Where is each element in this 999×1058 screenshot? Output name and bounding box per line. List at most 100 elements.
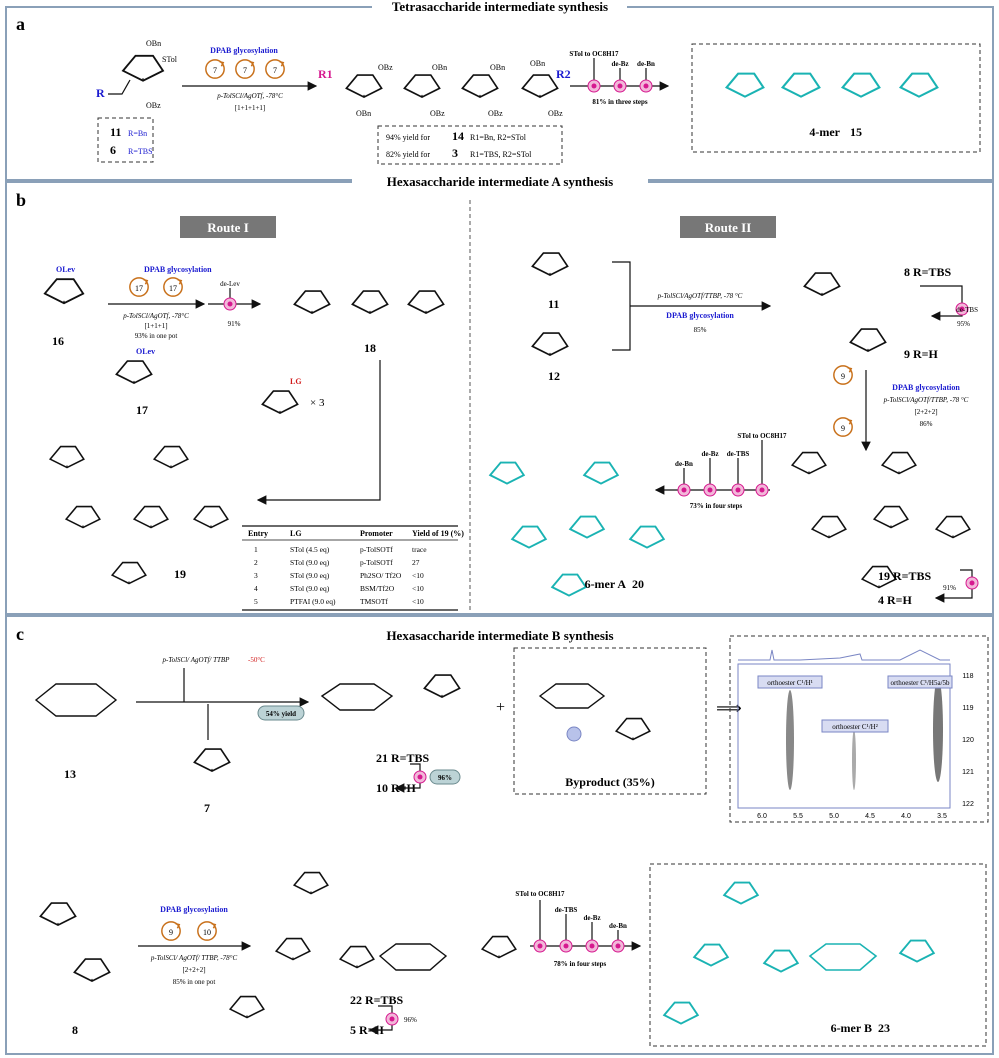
svg-text:p-TolSCl/AgOTf/TTBP, -78 °C: p-TolSCl/AgOTf/TTBP, -78 °C [657, 292, 743, 300]
svg-text:p-TolSCl/AgOTf, -78°C: p-TolSCl/AgOTf, -78°C [216, 92, 283, 100]
svg-text:OBn: OBn [432, 63, 447, 72]
svg-text:OBz: OBz [548, 109, 563, 118]
svg-text:6-mer A: 6-mer A [585, 577, 627, 591]
svg-text:17: 17 [169, 284, 177, 293]
table-cell: <10 [412, 597, 424, 606]
svg-text:DPAB glycosylation: DPAB glycosylation [892, 383, 960, 392]
svg-text:LG: LG [290, 377, 302, 386]
table-header-cell: Yield of 19 (%) [412, 529, 464, 538]
svg-text:16: 16 [52, 334, 64, 348]
svg-text:p-TolSCl/ AgOTf/ TTBP: p-TolSCl/ AgOTf/ TTBP [162, 656, 231, 664]
svg-text:81% in three steps: 81% in three steps [592, 98, 648, 106]
product-6-mer-b-23: 6-mer B 23 [649, 863, 987, 1047]
svg-text:14: 14 [452, 129, 464, 143]
svg-text:DPAB glycosylation: DPAB glycosylation [210, 46, 278, 55]
svg-text:17: 17 [135, 284, 143, 293]
svg-text:STol: STol [162, 55, 178, 64]
svg-text:13: 13 [64, 767, 76, 781]
panel-a-letter: a [16, 14, 25, 34]
r-group: R [96, 86, 105, 100]
panel-c-title: Hexasaccharide intermediate B synthesis [386, 628, 613, 643]
table-cell: <10 [412, 571, 424, 580]
svg-text:94% yield for: 94% yield for [386, 133, 430, 142]
svg-text:R1=TBS, R2=STol: R1=TBS, R2=STol [470, 150, 532, 159]
svg-text:OBz: OBz [378, 63, 393, 72]
svg-text:[2+2+2]: [2+2+2] [914, 408, 937, 416]
svg-text:54% yield: 54% yield [266, 710, 296, 718]
svg-text:9: 9 [169, 928, 173, 937]
svg-text:⟹: ⟹ [716, 698, 742, 718]
panel-c: Hexasaccharide intermediate B synthesis … [5, 615, 994, 1055]
tetrasaccharide-14-3: R1 OBz OBn OBn OBn OBn OBz OBz OBz R2 94… [318, 59, 571, 165]
svg-text:91%: 91% [943, 584, 956, 592]
svg-text:21 R=TBS: 21 R=TBS [376, 751, 430, 765]
svg-text:de-Bz: de-Bz [583, 914, 600, 922]
svg-text:23: 23 [878, 1021, 890, 1035]
panel-a-title: Tetrasaccharide intermediate synthesis [392, 0, 608, 14]
reaction-arrow-a: DPAB glycosylation 7 7 7 p-TolSCl/AgOTf,… [182, 46, 318, 112]
route-2-badge: Route II [705, 220, 752, 235]
svg-text:STol to OC8H17: STol to OC8H17 [569, 50, 619, 58]
route-1-scheme: OLev 16 DPAB glycosylation 17 17 p-TolSC… [43, 265, 445, 585]
svg-text:p-TolSCl/ AgOTf/ TTBP, -78°C: p-TolSCl/ AgOTf/ TTBP, -78°C [150, 954, 238, 962]
svg-text:6-mer B: 6-mer B [831, 1021, 872, 1035]
nmr-x-tick: 3.5 [937, 813, 947, 820]
svg-text:4-mer: 4-mer [809, 125, 840, 139]
svg-text:11: 11 [110, 125, 121, 139]
svg-text:de-Bn: de-Bn [637, 60, 655, 68]
svg-text:85%: 85% [694, 326, 707, 334]
svg-text:OBz: OBz [430, 109, 445, 118]
svg-text:91%: 91% [228, 320, 241, 328]
reaction-13-7: 13 p-TolSCl/ AgOTf/ TTBP -50°C 7 54% yie… [34, 656, 461, 815]
panel-b: Hexasaccharide intermediate A synthesis … [5, 174, 994, 615]
svg-text:OLev: OLev [56, 265, 75, 274]
table-cell: <10 [412, 584, 424, 593]
table-header-cell: Entry [248, 529, 268, 538]
svg-text:de-TBS: de-TBS [956, 306, 978, 314]
svg-text:9 R=H: 9 R=H [904, 347, 939, 361]
nmr-spectrum: orthoester C¹/H¹ orthoester C¹/H² orthoe… [729, 635, 989, 823]
table-cell: 1 [254, 545, 258, 554]
svg-text:93% in one pot: 93% in one pot [135, 332, 178, 340]
svg-text:+: + [496, 699, 505, 716]
table-cell: Ph2SO/ Tf2O [360, 571, 402, 580]
svg-text:OBz: OBz [488, 109, 503, 118]
svg-text:p-TolSCl/AgOTf, -78°C: p-TolSCl/AgOTf, -78°C [122, 312, 189, 320]
svg-text:OBn: OBn [356, 109, 371, 118]
panel-a: Tetrasaccharide intermediate synthesis a… [5, 0, 994, 181]
svg-text:22 R=TBS: 22 R=TBS [350, 993, 404, 1007]
svg-text:19 R=TBS: 19 R=TBS [878, 569, 932, 583]
table-cell: p-TolSOTf [360, 558, 393, 567]
nmr-x-tick: 5.0 [829, 813, 839, 820]
svg-text:OBn: OBn [146, 39, 161, 48]
svg-text:p-TolSCl/AgOTf/TTBP, -78 °C: p-TolSCl/AgOTf/TTBP, -78 °C [883, 396, 969, 404]
svg-text:8: 8 [72, 1023, 78, 1037]
svg-text:12: 12 [548, 369, 560, 383]
svg-text:20: 20 [632, 577, 644, 591]
svg-text:de-TBS: de-TBS [555, 906, 578, 914]
svg-text:96%: 96% [404, 1016, 417, 1024]
svg-text:11: 11 [548, 297, 559, 311]
table-header-cell: Promoter [360, 529, 393, 538]
table-cell: trace [412, 545, 427, 554]
svg-text:7: 7 [273, 66, 277, 75]
nmr-y-tick: 120 [962, 737, 974, 744]
svg-text:86%: 86% [920, 420, 933, 428]
svg-text:Byproduct (35%): Byproduct (35%) [565, 775, 654, 789]
svg-text:OBn: OBn [490, 63, 505, 72]
svg-text:R=TBS: R=TBS [128, 147, 153, 156]
nmr-x-tick: 4.0 [901, 813, 911, 820]
table-cell: 5 [254, 597, 258, 606]
svg-text:17: 17 [136, 403, 148, 417]
svg-text:9: 9 [841, 424, 845, 433]
svg-text:× 3: × 3 [310, 397, 325, 409]
nmr-y-tick: 121 [962, 769, 974, 776]
svg-text:[2+2+2]: [2+2+2] [182, 966, 205, 974]
table-cell: BSM/Tf2O [360, 584, 395, 593]
svg-text:R=Bn: R=Bn [128, 129, 147, 138]
svg-text:de-Bz: de-Bz [611, 60, 628, 68]
panel-b-title: Hexasaccharide intermediate A synthesis [387, 174, 613, 189]
svg-text:orthoester C¹/H5a/5b: orthoester C¹/H5a/5b [890, 679, 950, 687]
svg-text:7: 7 [243, 66, 247, 75]
